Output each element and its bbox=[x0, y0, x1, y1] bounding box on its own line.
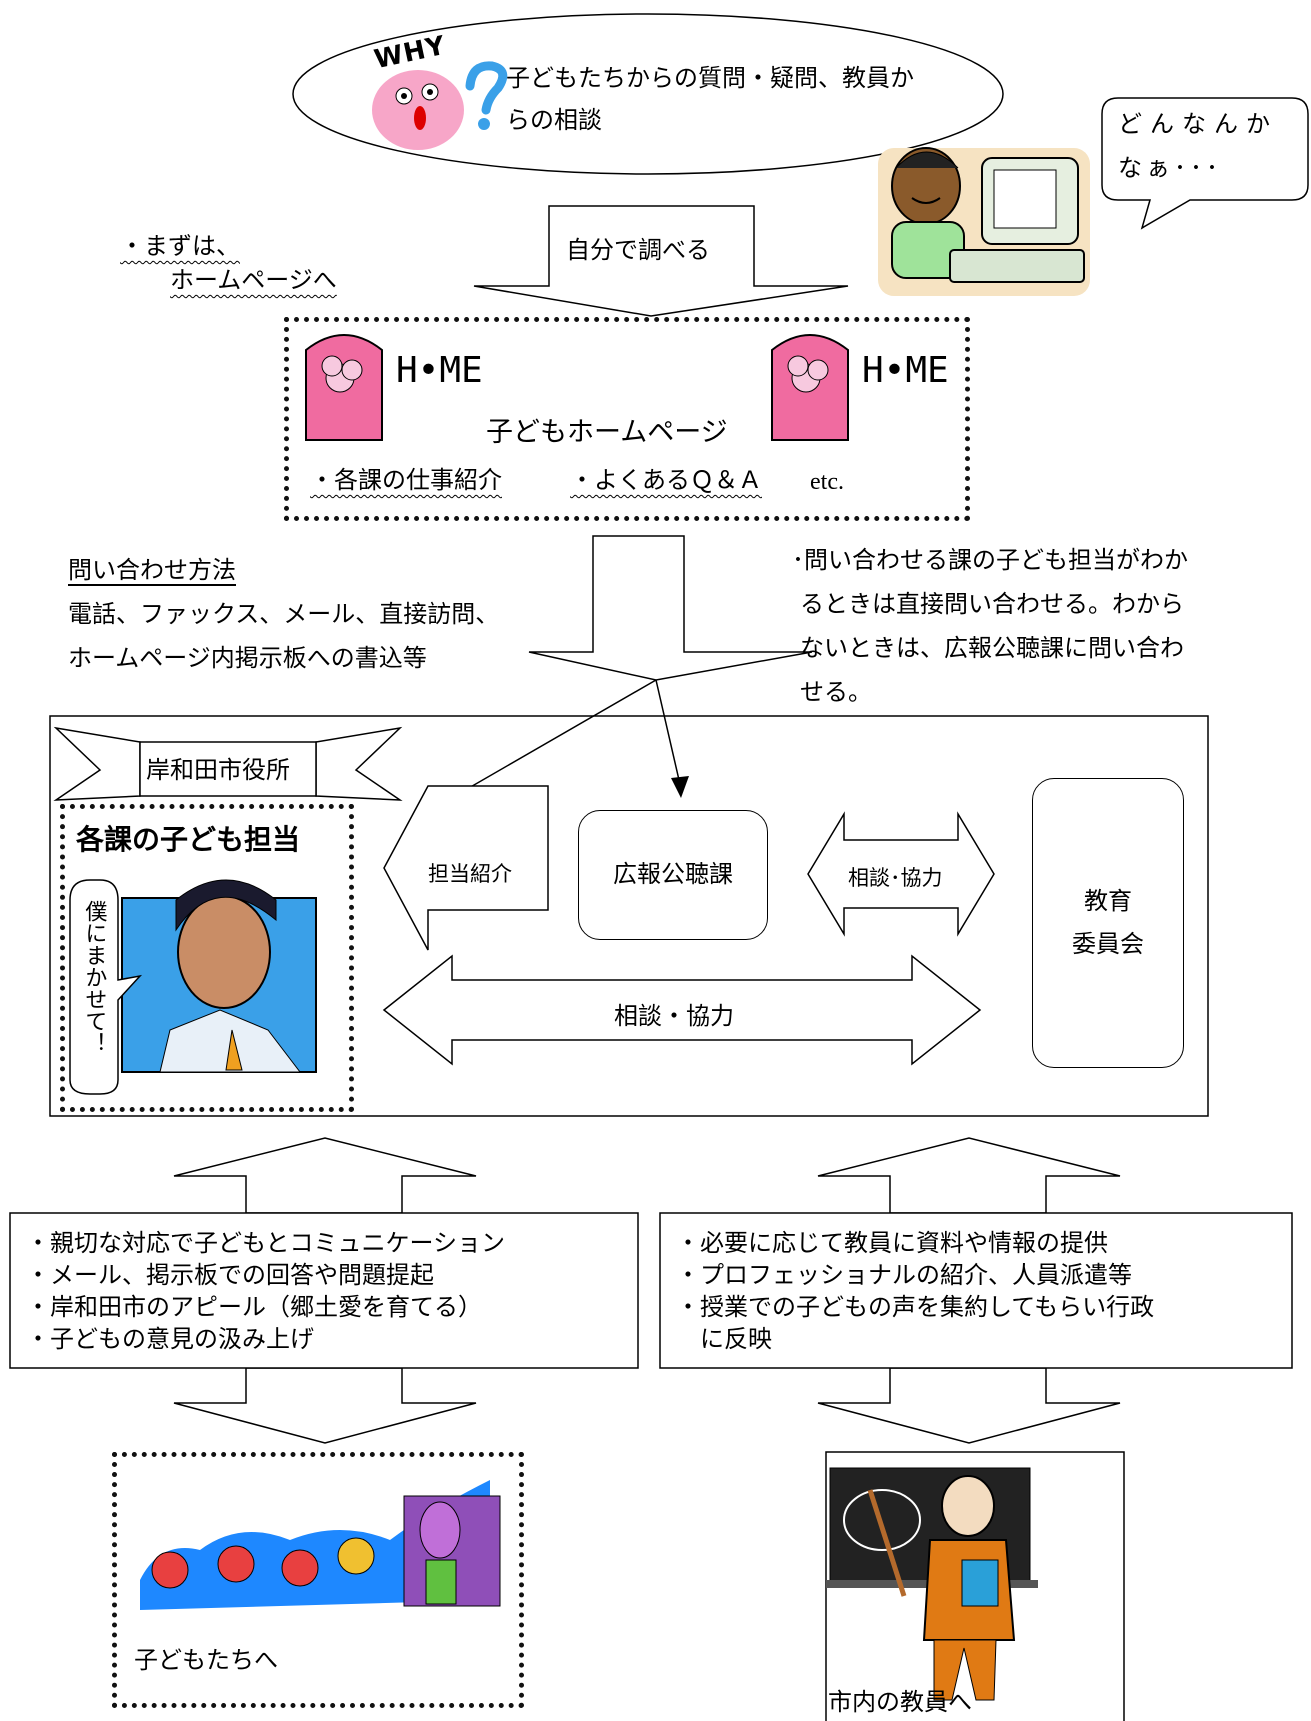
intro-arrow-shape bbox=[383, 785, 549, 951]
first-note-line2: ホームページへ bbox=[170, 262, 337, 299]
homepage-item1-text: ・各課の仕事紹介 bbox=[310, 466, 502, 494]
question-text-line2: らの相談 bbox=[506, 106, 602, 134]
question-text-line1: 子どもたちからの質問・疑問、教員か bbox=[506, 64, 914, 92]
homepage-item2-text: ・よくあるＱ＆Ａ bbox=[570, 466, 762, 494]
city-hall-banner: 岸和田市役所 bbox=[146, 756, 290, 784]
homepage-item2: ・よくあるＱ＆Ａ bbox=[570, 462, 762, 499]
boy-computer-icon bbox=[878, 147, 1090, 296]
vertical-speech-bubble bbox=[69, 879, 143, 1095]
children-illustration-icon bbox=[140, 1480, 501, 1610]
contact-note-line3: ないときは、広報公聴課に問い合わ bbox=[800, 634, 1184, 662]
right-up-arrow bbox=[817, 1137, 1121, 1214]
teacher-illustration-icon bbox=[826, 1467, 1038, 1701]
home-door-icon-left bbox=[305, 334, 383, 441]
children-target-label: 子どもたちへ bbox=[134, 1646, 278, 1674]
pr-division-label: 広報公聴課 bbox=[613, 860, 733, 889]
pr-division-box: 広報公聴課 bbox=[578, 810, 768, 940]
self-research-arrow bbox=[473, 205, 849, 317]
contact-note-line4: せる。 bbox=[800, 678, 872, 706]
home-logo-right: H•ME bbox=[862, 350, 949, 391]
left-list-item-4: ・子どもの意見の汲み上げ bbox=[26, 1325, 314, 1353]
self-research-label: 自分で調べる bbox=[566, 236, 710, 264]
children-staff-box bbox=[60, 804, 354, 1112]
consult-small-arrow bbox=[807, 811, 995, 937]
education-board-line2: 委員会 bbox=[1072, 930, 1144, 958]
left-list-item-3: ・岸和田市のアピール（郷土愛を育てる） bbox=[26, 1293, 482, 1321]
arrow-head-pr bbox=[671, 776, 689, 798]
consult-wide-arrow bbox=[382, 954, 982, 1066]
question-ellipse bbox=[292, 13, 1004, 175]
homepage-etc: etc. bbox=[810, 469, 844, 495]
right-list-item-1: ・必要に応じて教員に資料や情報の提供 bbox=[676, 1229, 1108, 1257]
intro-arrow-label: 担当紹介 bbox=[428, 862, 512, 886]
left-down-arrow bbox=[173, 1367, 477, 1444]
homepage-title: 子どもホームページ bbox=[486, 417, 728, 448]
consult-wide-label: 相談・協力 bbox=[614, 1002, 734, 1030]
teacher-target-label: 市内の教員へ bbox=[828, 1688, 972, 1716]
consult-small-label: 相談･協力 bbox=[848, 866, 943, 890]
right-list-item-4: に反映 bbox=[676, 1325, 772, 1353]
contact-line2: ホームページ内掲示板への書込等 bbox=[68, 644, 427, 672]
children-staff-title: 各課の子ども担当 bbox=[76, 823, 301, 856]
speech-line1: どんなんか bbox=[1118, 110, 1278, 138]
left-up-arrow bbox=[173, 1137, 477, 1214]
first-note-line1: ・まずは、 bbox=[120, 228, 240, 265]
city-hall-frame bbox=[49, 715, 1209, 1117]
home-logo-left: H•ME bbox=[396, 350, 483, 391]
left-list-item-1: ・親切な対応で子どもとコミュニケーション bbox=[26, 1229, 506, 1257]
homepage-box bbox=[284, 317, 970, 521]
homepage-item1: ・各課の仕事紹介 bbox=[310, 462, 502, 499]
city-hall-banner-shape bbox=[53, 726, 141, 801]
why-character-icon bbox=[372, 61, 508, 150]
education-board-box: 教育 委員会 bbox=[1032, 778, 1184, 1068]
education-board-line1: 教育 bbox=[1084, 886, 1132, 915]
right-list-item-2: ・プロフェッショナルの紹介、人員派遣等 bbox=[676, 1261, 1132, 1289]
speech-bubble bbox=[1101, 97, 1309, 230]
contact-line1: 電話、ファックス、メール、直接訪問、 bbox=[68, 600, 500, 628]
contact-title: 問い合わせ方法 bbox=[68, 552, 236, 589]
children-target-box bbox=[112, 1452, 524, 1708]
staff-portrait-icon bbox=[121, 879, 317, 1073]
speech-line2: なぁ･･･ bbox=[1118, 154, 1222, 182]
left-list-box bbox=[9, 1212, 639, 1369]
first-note-line1-text: ・まずは、 bbox=[120, 232, 240, 260]
contact-note-line2: るときは直接問い合わせる。わから bbox=[800, 590, 1184, 618]
home-door-icon-right bbox=[771, 334, 849, 441]
right-down-arrow bbox=[817, 1367, 1121, 1444]
bubble-text-vertical: 僕にまかせて！ bbox=[81, 900, 107, 1054]
contact-title-text: 問い合わせ方法 bbox=[68, 556, 236, 584]
right-list-item-3: ・授業での子どもの声を集約してもらい行政 bbox=[676, 1293, 1155, 1321]
inquiry-down-arrow bbox=[528, 535, 813, 681]
left-list-item-2: ・メール、掲示板での回答や問題提起 bbox=[26, 1261, 434, 1289]
first-note-line2-text: ホームページへ bbox=[170, 266, 337, 294]
contact-note-line1: ･問い合わせる課の子ども担当がわか bbox=[792, 546, 1188, 574]
right-list-box bbox=[659, 1212, 1293, 1369]
